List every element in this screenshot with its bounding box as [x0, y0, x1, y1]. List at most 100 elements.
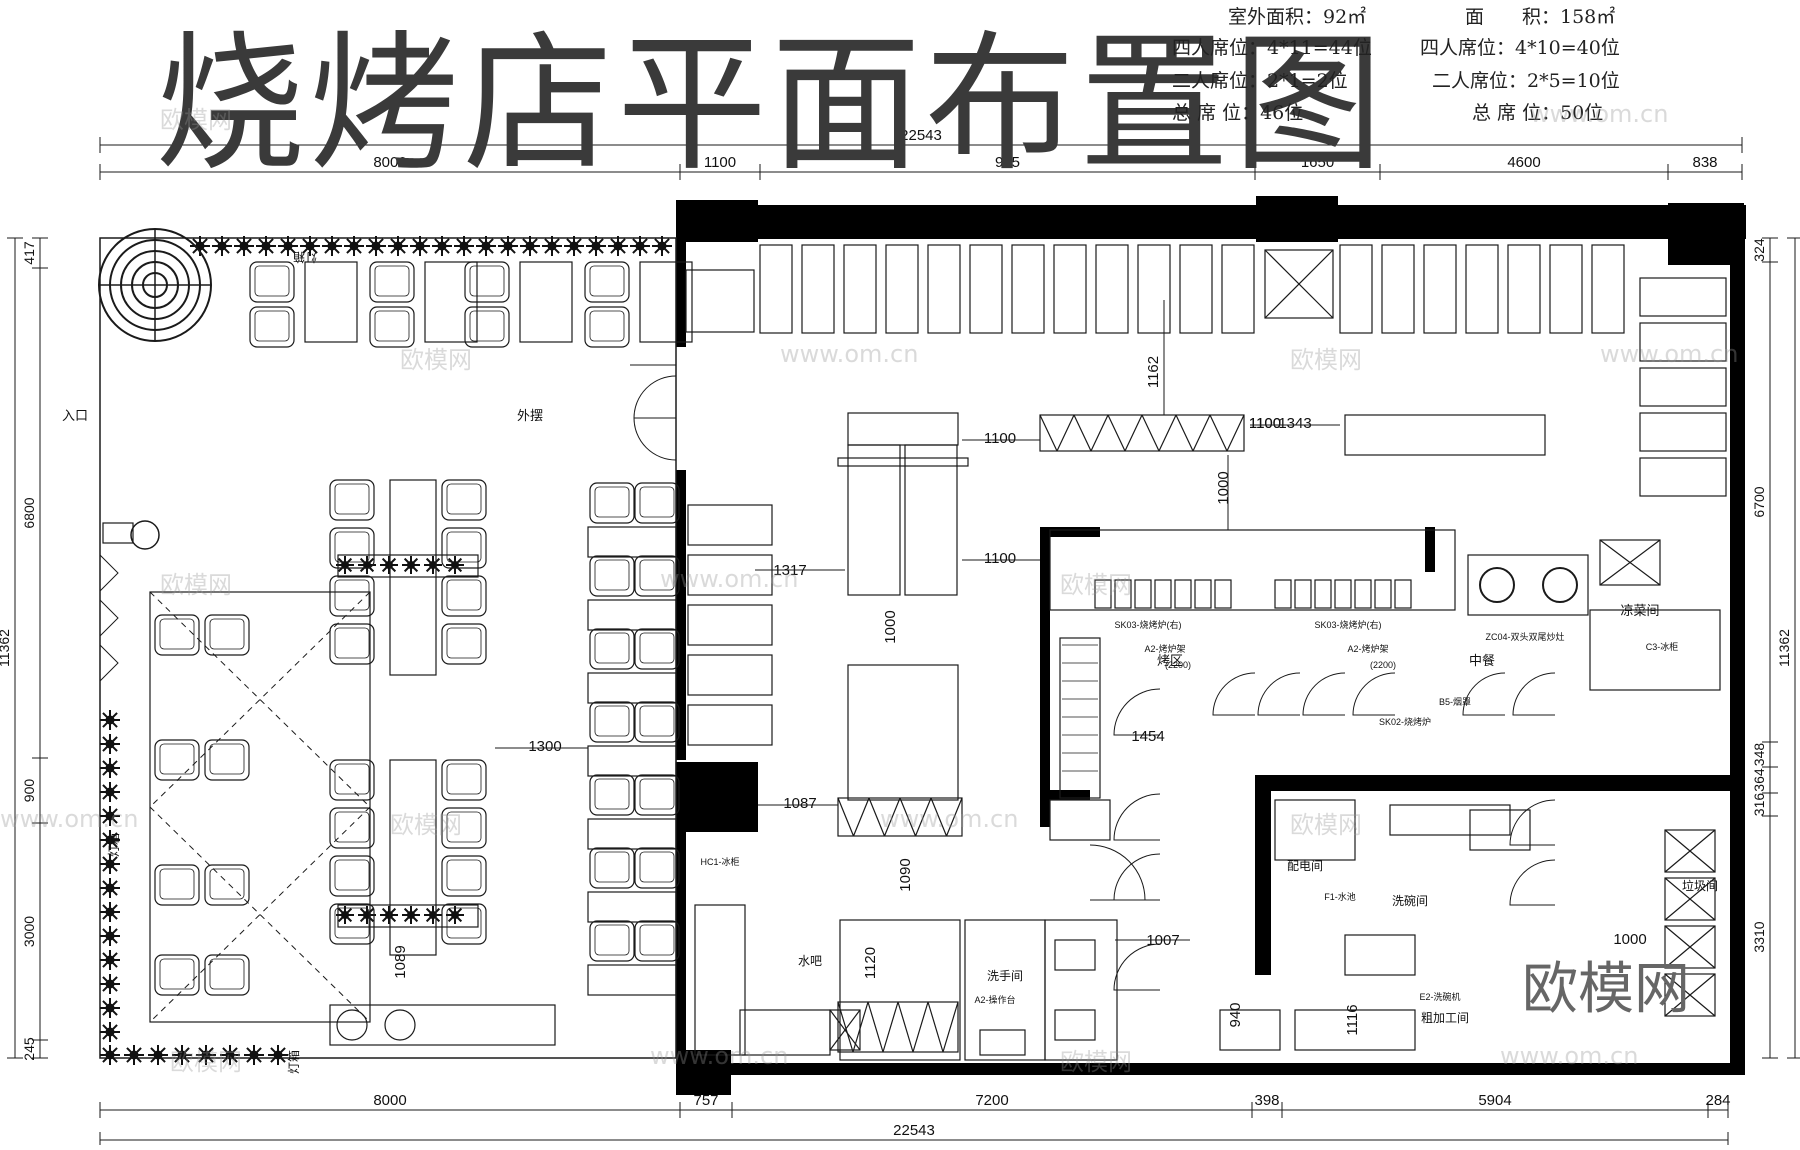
dim-top-label: 8000	[373, 154, 406, 171]
outdoor-chair	[204, 864, 250, 906]
outdoor-chair-cushion	[254, 310, 290, 342]
booth-seat	[1179, 244, 1213, 334]
banquette-zig	[1039, 414, 1058, 452]
hedge-plant-core	[105, 1027, 115, 1037]
hedge-plant	[388, 236, 408, 256]
water-bar-shelf-zig	[897, 1001, 914, 1053]
hedge-plant	[100, 734, 120, 754]
dim-left-label: 245	[21, 1037, 37, 1061]
hedge-plant-core	[591, 241, 601, 251]
room-label-rough-prep: 粗加工间	[1421, 1011, 1469, 1025]
door-swing	[1113, 688, 1161, 736]
dim-right-label: 6700	[1751, 486, 1767, 517]
hedge-plant	[100, 782, 120, 802]
hedge-plant-core	[105, 787, 115, 797]
outdoor-chair-cushion	[639, 486, 675, 518]
watermark-small: 欧模网	[1060, 1048, 1132, 1076]
outdoor-chair	[329, 623, 375, 665]
hedge-plant-core	[261, 241, 271, 251]
room-label-chinese-kitchen: 中餐	[1469, 653, 1495, 668]
hedge-plant	[100, 830, 120, 850]
dim-left-label: 6800	[21, 497, 37, 528]
equipment-label: SK03-烧烤炉(右)	[1114, 619, 1181, 630]
water-bar-shelf-zig	[867, 1001, 884, 1053]
outdoor-chair	[441, 479, 487, 521]
hedge-plant-core	[153, 1050, 163, 1060]
door-swing	[1512, 672, 1556, 716]
equipment-label: E2-洗碗机	[1419, 991, 1460, 1002]
outdoor-chair	[441, 623, 487, 665]
grill-bar	[1194, 579, 1212, 609]
outdoor-chair	[154, 739, 200, 781]
grill-bar	[1394, 579, 1412, 609]
watermark-big: 欧模网	[1522, 957, 1690, 1022]
inner-dimension-label: 1100	[1249, 415, 1281, 432]
room-label-entrance: 入口	[62, 408, 88, 423]
plan-title: 烧烤店平面布置图	[155, 18, 1388, 192]
grill-counter	[1049, 529, 1456, 611]
outdoor-table	[587, 745, 677, 777]
outdoor-chair	[441, 807, 487, 849]
banquette-zig	[1107, 414, 1126, 452]
hedge-plant-core	[657, 241, 667, 251]
wall-segment	[1425, 527, 1435, 572]
outdoor-chair	[249, 306, 295, 348]
hedge-plant-core	[569, 241, 579, 251]
hedge-plant	[100, 710, 120, 730]
outdoor-chair	[589, 847, 635, 889]
outdoor-chair-cushion	[446, 763, 482, 795]
hedge-plant-core	[349, 241, 359, 251]
banquette-zig	[945, 797, 963, 837]
room-label-outdoor: 外摆	[517, 408, 543, 423]
outdoor-chair-cushion	[334, 579, 370, 611]
dim-top-label: 925	[995, 154, 1020, 171]
door-swing	[1212, 672, 1256, 716]
banquette-zig	[1056, 414, 1075, 452]
hedge-plant-core	[371, 241, 381, 251]
room-label-storage: 垃圾间	[1682, 878, 1718, 893]
booth-seat	[1381, 244, 1415, 334]
equipment-label: SK03-烧烤炉(右)	[1314, 619, 1381, 630]
watermark-small: www.om.cn	[660, 565, 799, 593]
outdoor-table	[639, 261, 693, 343]
hedge-plant-core	[225, 1050, 235, 1060]
booth-seat	[1639, 412, 1727, 452]
outdoor-chair-cushion	[446, 627, 482, 659]
wall-top	[676, 205, 1746, 239]
grill-bar	[1354, 579, 1372, 609]
equipment-label: F1-水池	[1324, 891, 1356, 902]
stat-area: 面 积：158㎡	[1465, 6, 1616, 28]
room-label-handwash: 洗手间	[987, 969, 1023, 983]
hedge-plant-core	[105, 835, 115, 845]
banquette-zig	[868, 797, 886, 837]
water-bar-shelf-zig	[942, 1001, 959, 1053]
cold-room-outline	[1589, 609, 1721, 691]
outdoor-chair-cushion	[209, 618, 245, 650]
room-label-dishwash: 洗碗间	[1392, 893, 1428, 908]
hedge-plant-core	[635, 241, 645, 251]
wok-burner	[1479, 567, 1515, 603]
cold-room-equipment	[1599, 539, 1661, 586]
outdoor-chair-cushion	[594, 851, 630, 883]
hedge-plant	[244, 1045, 264, 1065]
outdoor-chair-cushion	[469, 310, 505, 342]
grill-bar	[1154, 579, 1172, 609]
booth-seat	[801, 244, 835, 334]
equipment	[685, 269, 755, 333]
inner-dimension-label: 940	[1227, 1002, 1244, 1027]
hedge-plant-core	[105, 715, 115, 725]
room-label-water-bar: 水吧	[798, 954, 822, 968]
planter	[337, 554, 479, 578]
umbrella-diag	[149, 591, 371, 808]
planter-plant	[380, 906, 398, 924]
planter-plant	[336, 906, 354, 924]
watermark-small: www.om.cn	[1600, 340, 1739, 368]
outdoor-chair	[464, 306, 510, 348]
outdoor-chair-cushion	[334, 627, 370, 659]
hedge-plant	[100, 950, 120, 970]
planter-plant-core	[406, 910, 416, 920]
planter-plant-core	[406, 560, 416, 570]
wall-segment	[1255, 775, 1271, 975]
dim-right-label: 324	[1751, 238, 1767, 262]
indoor-table	[847, 412, 959, 446]
